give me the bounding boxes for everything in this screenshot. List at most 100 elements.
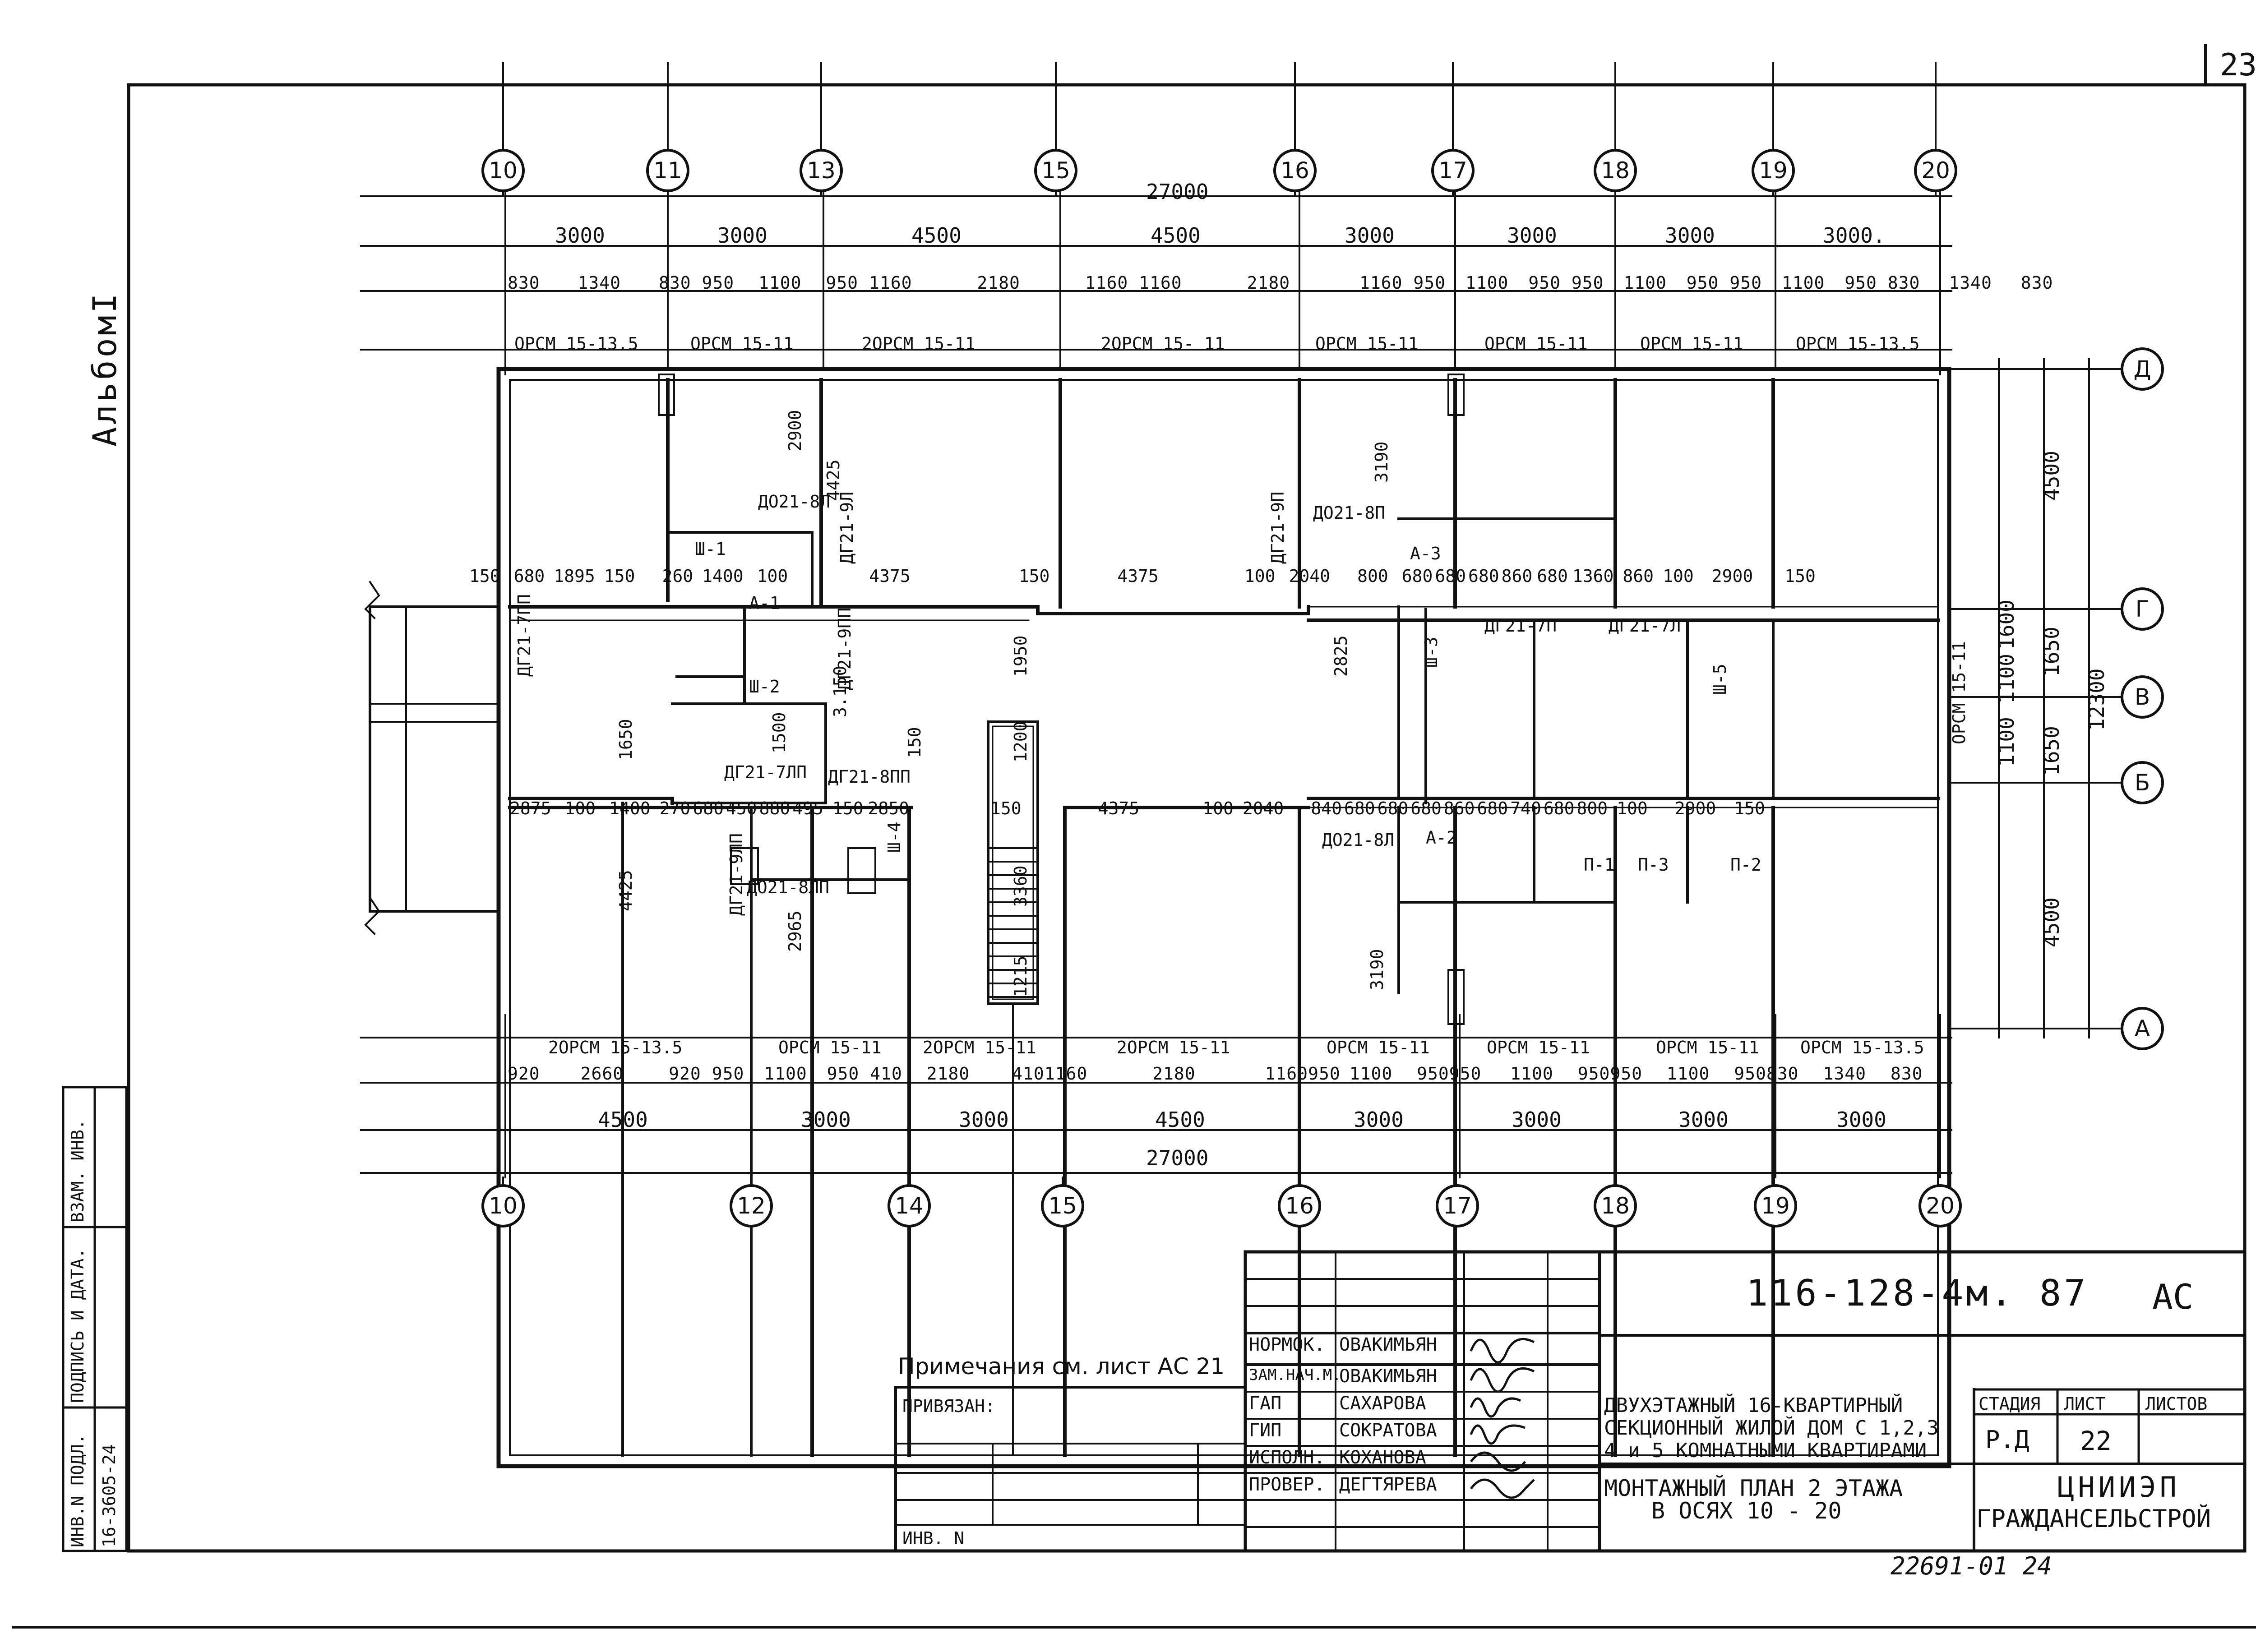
project-title-line: ДВУХЭТАЖНЫЙ 16-КВАРТИРНЫЙ <box>1604 1394 1903 1417</box>
right-dim: 1600 <box>1994 600 2019 650</box>
sheet-header: ЛИСТ <box>2064 1394 2106 1414</box>
door-label: ДГ21-7П <box>1484 616 1557 636</box>
bottom-dim-row1: 4500 <box>598 1107 648 1132</box>
stamp-replace-header: ВЗАМ. ИНВ. <box>68 1119 88 1223</box>
bottom-panel-label: ОРСМ 15-11 <box>1487 1038 1590 1057</box>
axis-marker-bottom: 14 <box>888 1184 931 1227</box>
axis-marker-right: Д <box>2121 347 2164 391</box>
signature-role: ПРОВЕР. <box>1249 1474 1325 1495</box>
top-panel-label: 2ОРСМ 15- 11 <box>1101 334 1225 354</box>
right-total-dim: 12300 <box>2085 668 2109 731</box>
project-title-line: СЕКЦИОННЫЙ ЖИЛОЙ ДОМ С 1,2,3 <box>1604 1417 1939 1440</box>
plan-dim-vertical: 1200 <box>1011 721 1031 762</box>
signature-role: ГИП <box>1249 1420 1282 1441</box>
stage-header: СТАДИЯ <box>1979 1394 2041 1414</box>
axis-marker-top: 11 <box>646 149 689 192</box>
bound-label: ПРИВЯЗАН: <box>902 1396 995 1416</box>
plan-dim-vertical: 2900 <box>785 410 805 451</box>
bottom-total-dimension: 27000 <box>1146 1146 1209 1170</box>
axis-marker-bottom: 12 <box>730 1184 773 1227</box>
door-label: ДГ21-7ЛП <box>724 762 807 782</box>
bottom-dim-row1: 3000 <box>1512 1107 1562 1132</box>
axis-marker-top: 13 <box>800 149 843 192</box>
axis-marker-bottom: 20 <box>1919 1184 1962 1227</box>
plan-dim-vertical: 1650 <box>616 719 636 760</box>
door-label: ДГ21-7ПП <box>514 594 534 677</box>
organization-name: ЦНИИЭП <box>2057 1471 2180 1504</box>
axis-marker-bottom: 15 <box>1041 1184 1084 1227</box>
door-label: ДО21-8Л <box>1322 830 1395 850</box>
sheet-number: 23 <box>2220 47 2256 83</box>
top-dim-row1: 3000 <box>1507 223 1557 248</box>
stage-value: Р.Д <box>1985 1426 2029 1454</box>
door-label: ДГ21-9Л <box>837 491 857 564</box>
partition-label: А-2 <box>1426 828 1457 848</box>
signature-name: САХАРОВА <box>1339 1393 1426 1414</box>
axis-marker-right: В <box>2121 675 2164 719</box>
plan-dim-vertical: 3190 <box>1367 949 1387 990</box>
top-panel-label: ОРСМ 15-11 <box>1640 334 1743 354</box>
axis-marker-top: 16 <box>1273 149 1317 192</box>
top-dim-row1: 3000 <box>1345 223 1395 248</box>
signature-role: ИСПОЛН. <box>1249 1447 1325 1468</box>
door-label: ДГ21-7Л <box>1609 616 1681 636</box>
archive-number: 22691-01 24 <box>1891 1552 2052 1580</box>
document-code: 116-128-4м. 87 <box>1746 1272 2089 1314</box>
top-panel-label: ОРСМ 15-11 <box>1484 334 1588 354</box>
stamp-inv-value: 16-3605-24 <box>99 1444 119 1547</box>
top-panel-label: ОРСМ 15-11 <box>1315 334 1419 354</box>
sheets-header: ЛИСТОВ <box>2145 1394 2208 1414</box>
top-dim-row1: 3000 <box>555 223 605 248</box>
signature-role: ЗАМ.НАЧ.М. <box>1249 1366 1341 1384</box>
plan-dim-vertical: 2825 <box>1331 635 1351 677</box>
bottom-dim-row1: 3000 <box>1836 1107 1886 1132</box>
right-dim: 1100 <box>1994 717 2019 767</box>
notes-reference: Примечания см. лист АС 21 <box>898 1353 1225 1380</box>
door-label: ДГ21-8ПП <box>828 767 911 787</box>
bottom-panel-label: 2ОРСМ 15-13.5 <box>548 1038 683 1057</box>
axis-marker-top: 10 <box>481 149 525 192</box>
bottom-dim-row1: 3000 <box>801 1107 851 1132</box>
inv-label: ИНВ. N <box>902 1528 965 1548</box>
plan-dim-vertical: 2965 <box>785 910 805 952</box>
partition-label: Ш-4 <box>884 821 904 853</box>
plan-dim-vertical: 1215 <box>1011 955 1031 997</box>
top-total-dimension: 27000 <box>1146 180 1209 204</box>
top-dim-row1: 3000 <box>717 223 767 248</box>
axis-marker-bottom: 16 <box>1278 1184 1321 1227</box>
signature-name: ДЕГТЯРЕВА <box>1339 1474 1437 1495</box>
top-dim-row1: 4500 <box>911 223 962 248</box>
partition-label: А-3 <box>1410 544 1441 563</box>
bottom-panel-label: ОРСМ 15-13.5 <box>1800 1038 1924 1057</box>
partition-label: П-3 <box>1638 855 1669 875</box>
top-dim-row1: 4500 <box>1151 223 1201 248</box>
document-section: АС <box>2152 1277 2194 1317</box>
right-dim: 1650 <box>2039 726 2064 776</box>
bottom-dim-row1: 3000 <box>1678 1107 1729 1132</box>
top-dim-row1: 3000 <box>1665 223 1715 248</box>
plan-dim-vertical: 150 <box>905 727 925 758</box>
top-dim-row2: 830 1340 830 950 1100 950 1160 2180 1160… <box>508 273 2053 293</box>
organization-name: ГРАЖДАНСЕЛЬСТРОЙ <box>1976 1504 2211 1533</box>
bottom-panel-label: ОРСМ 15-11 <box>1327 1038 1430 1057</box>
bottom-dim-row1: 4500 <box>1155 1107 1205 1132</box>
signature-name: СОКРАТОВА <box>1339 1420 1437 1441</box>
door-label: ДО21-8П <box>1313 503 1386 523</box>
axis-marker-top: 17 <box>1431 149 1475 192</box>
door-label: ДГ21-9ЛП <box>726 833 746 916</box>
axis-marker-top: 18 <box>1594 149 1637 192</box>
bottom-panel-label: ОРСМ 15-11 <box>1656 1038 1759 1057</box>
axis-marker-right: А <box>2121 1007 2164 1050</box>
top-dim-row1: 3000. <box>1823 223 1886 248</box>
partition-label: Ш-5 <box>1710 664 1730 695</box>
top-panel-label: ОРСМ 15-13.5 <box>514 334 638 354</box>
plan-dim-vertical: 1950 <box>1011 635 1031 677</box>
axis-marker-right: Б <box>2121 761 2164 804</box>
partition-label: А-1 <box>749 593 780 613</box>
bottom-dim-row1: 3000 <box>959 1107 1009 1132</box>
plan-dim-vertical: 3360 <box>1011 865 1031 907</box>
stamp-inv-header: ИНВ.N ПОДЛ. <box>68 1434 88 1547</box>
